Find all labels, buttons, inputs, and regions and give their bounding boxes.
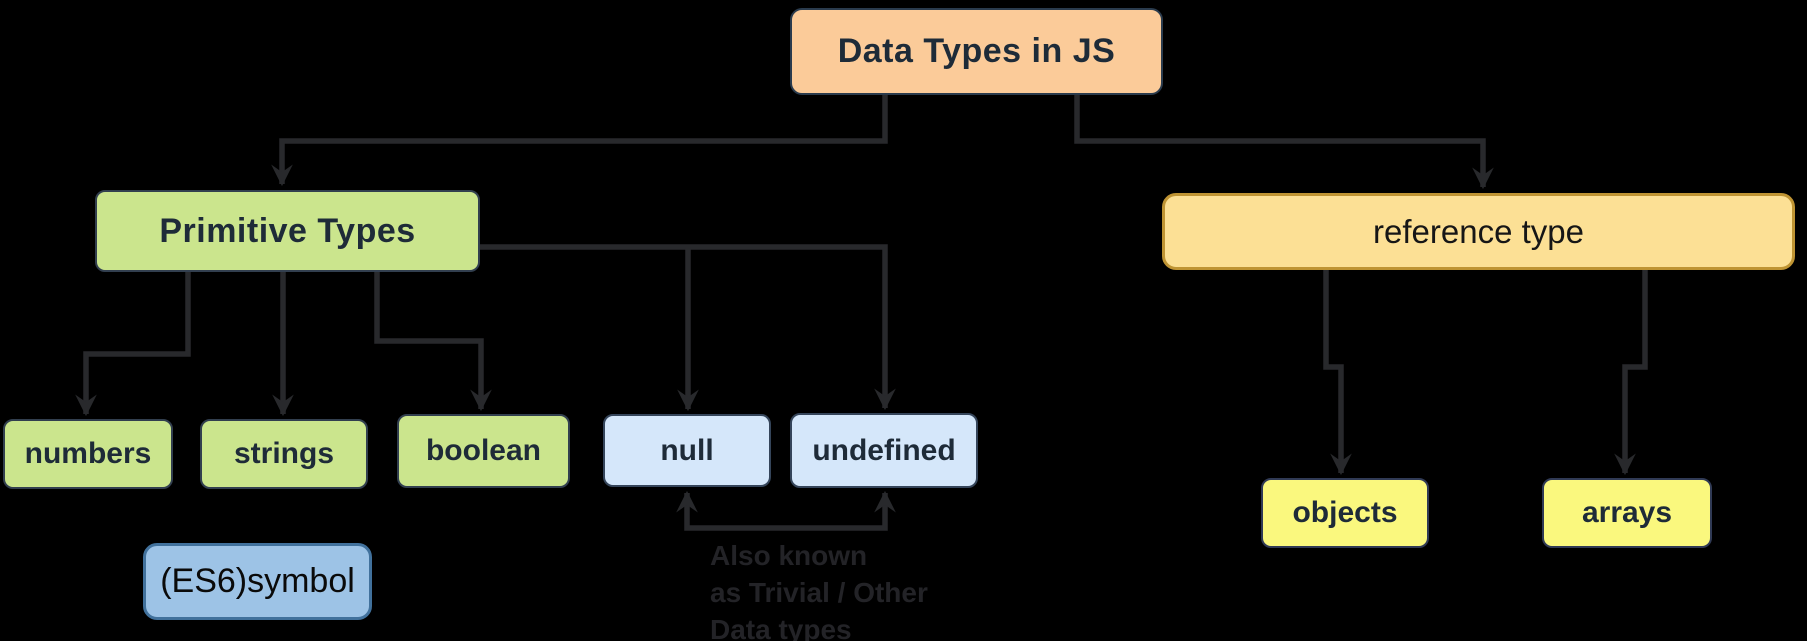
connector-root-to-reference: [1074, 95, 1494, 190]
connector-primitive-to-numbers: [75, 272, 191, 417]
node-label: undefined: [812, 433, 956, 467]
node-strings: strings: [200, 419, 368, 489]
connector-primitive-to-undefined: [480, 244, 896, 411]
node-label: arrays: [1581, 496, 1673, 529]
connector-reference-to-arrays: [1614, 270, 1648, 476]
node-label: numbers: [24, 437, 152, 470]
connector-root-to-primitive: [271, 95, 888, 187]
node-objects: objects: [1261, 478, 1429, 548]
node-label: Primitive Types: [159, 211, 416, 250]
node-null: null: [603, 414, 771, 487]
node-label: boolean: [425, 434, 541, 467]
node-undefined: undefined: [790, 413, 978, 488]
node-label: null: [660, 433, 714, 467]
node-data-types-in-js: Data Types in JS: [790, 8, 1163, 95]
node-primitive-types: Primitive Types: [95, 190, 480, 272]
node-label: reference type: [1373, 212, 1584, 250]
node-label: strings: [233, 437, 335, 470]
connector-reference-to-objects: [1323, 270, 1352, 476]
node-label: Data Types in JS: [837, 32, 1116, 70]
node-boolean: boolean: [397, 414, 570, 488]
node-arrays: arrays: [1542, 478, 1712, 548]
node-label: objects: [1292, 496, 1398, 529]
node-label: (ES6)symbol: [160, 562, 355, 600]
connector-primitive-to-boolean: [374, 272, 492, 412]
node-numbers: numbers: [3, 419, 173, 489]
connector-annotation-bracket: [676, 490, 896, 531]
node-reference-type: reference type: [1162, 193, 1795, 270]
annotation-also-known-as: Also known as Trivial / Other Data types: [710, 540, 928, 641]
node-es6-symbol: (ES6)symbol: [143, 543, 372, 620]
